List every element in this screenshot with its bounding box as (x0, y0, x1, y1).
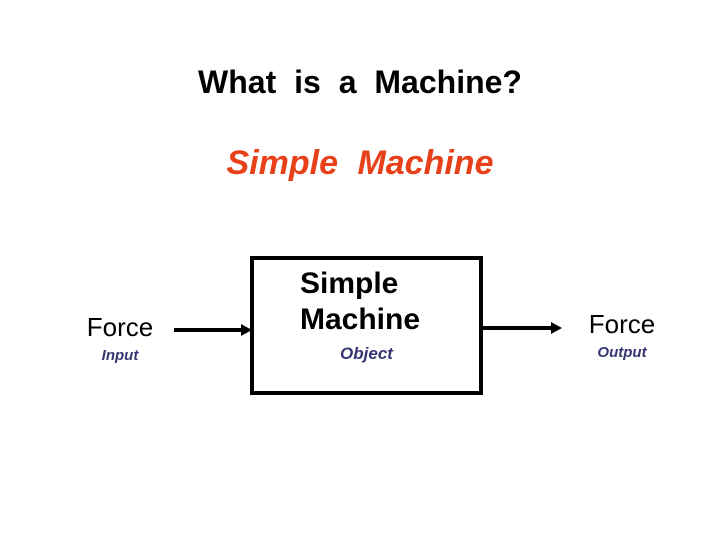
arrow-shaft (174, 328, 242, 332)
input-force-label: Force (86, 312, 154, 342)
output-type-label: Output (597, 344, 647, 361)
input-label-group: Force Input (58, 313, 182, 364)
arrow-head (551, 322, 562, 334)
arrow-right-icon-output (482, 322, 562, 334)
input-type-label: Input (101, 347, 139, 364)
arrow-right-icon-input (174, 324, 252, 336)
output-label-group: Force Output (560, 310, 684, 361)
simple-machine-box: Simple Machine Object (250, 256, 483, 395)
arrow-head (241, 324, 252, 336)
arrow-shaft (482, 326, 552, 330)
machine-box-object-label: Object (340, 344, 393, 363)
page-title: What is a Machine? (198, 64, 522, 100)
output-force-label: Force (588, 309, 656, 339)
page-subtitle: Simple Machine (226, 144, 494, 182)
machine-box-title: Simple Machine (300, 267, 421, 336)
